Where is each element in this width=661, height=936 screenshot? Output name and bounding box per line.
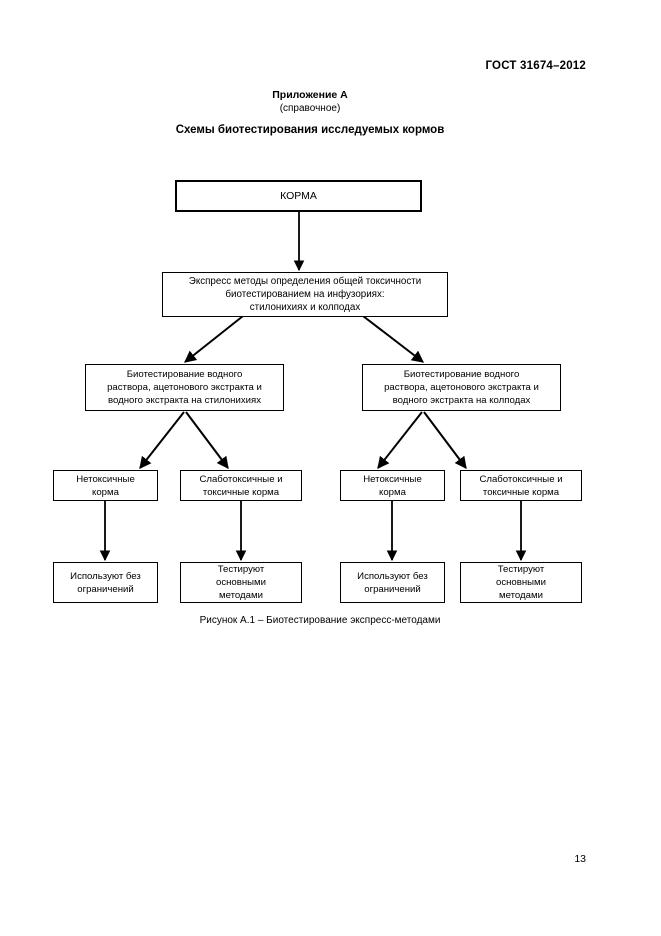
node-test-main-methods-left-line-3: методами bbox=[219, 590, 263, 601]
node-test-main-methods-left-line-1: Тестируют bbox=[217, 564, 265, 575]
connector-express-to-colpoda bbox=[362, 315, 424, 363]
node-biotest-colpoda-line-1: Биотестирование водного bbox=[403, 369, 520, 380]
node-toxic-right-line-1: Слаботоксичные и bbox=[479, 473, 563, 485]
node-use-unrestricted-left-line-1: Используют без bbox=[70, 570, 141, 582]
node-biotest-colpoda-line-2: раствора, ацетонового экстракта и bbox=[384, 382, 539, 393]
node-toxic-right: Слаботоксичные и токсичные корма bbox=[460, 470, 582, 501]
node-nontoxic-left-line-1: Нетоксичные bbox=[76, 473, 135, 485]
node-biotest-colpoda-line-3: водного экстракта на колподах bbox=[392, 395, 531, 406]
node-test-main-methods-right-line-3: методами bbox=[499, 590, 543, 601]
node-test-main-methods-left-line-2: основными bbox=[215, 577, 266, 588]
node-use-unrestricted-left: Используют без ограничений bbox=[53, 562, 158, 603]
node-use-unrestricted-right-line-2: ограничений bbox=[364, 583, 421, 595]
node-nontoxic-left: Нетоксичные корма bbox=[53, 470, 158, 501]
node-feeds: КОРМА bbox=[175, 180, 422, 212]
node-biotest-stylonychia: Биотестирование водного раствора, ацетон… bbox=[85, 364, 284, 411]
node-nontoxic-right-line-2: корма bbox=[379, 486, 406, 498]
node-biotest-stylonychia-line-3: водного экстракта на стилонихиях bbox=[108, 395, 261, 406]
connector-colpoda-to-toxic bbox=[423, 411, 467, 469]
node-toxic-left-line-2: токсичные корма bbox=[202, 486, 280, 498]
node-toxic-left: Слаботоксичные и токсичные корма bbox=[180, 470, 302, 501]
node-test-main-methods-left: Тестируют основными методами bbox=[180, 562, 302, 603]
node-express-methods-line-2: биотестированием на инфузориях: bbox=[225, 289, 385, 300]
node-test-main-methods-right-line-1: Тестируют bbox=[497, 564, 545, 575]
node-nontoxic-right: Нетоксичные корма bbox=[340, 470, 445, 501]
connector-stylonychia-to-nontoxic bbox=[139, 411, 185, 469]
node-biotest-stylonychia-line-2: раствора, ацетонового экстракта и bbox=[107, 382, 262, 393]
page-title: Схемы биотестирования исследуемых кормов bbox=[175, 124, 445, 136]
node-express-methods-line-3: стилонихиях и колподах bbox=[249, 302, 361, 313]
connector-stylonychia-to-toxic bbox=[185, 411, 229, 469]
node-biotest-colpoda: Биотестирование водного раствора, ацетон… bbox=[362, 364, 561, 411]
node-nontoxic-left-line-2: корма bbox=[92, 486, 119, 498]
figure-caption: Рисунок А.1 – Биотестирование экспресс-м… bbox=[199, 615, 441, 626]
node-toxic-left-line-1: Слаботоксичные и bbox=[199, 473, 283, 485]
annex-label: Приложение А bbox=[272, 89, 348, 101]
node-express-methods-line-1: Экспресс методы определения общей токсич… bbox=[188, 276, 422, 287]
annex-kind: (справочное) bbox=[279, 103, 341, 114]
node-use-unrestricted-left-line-2: ограничений bbox=[77, 583, 134, 595]
node-nontoxic-right-line-1: Нетоксичные bbox=[363, 473, 422, 485]
node-test-main-methods-right-line-2: основными bbox=[495, 577, 546, 588]
node-feeds-line-1: КОРМА bbox=[280, 189, 317, 202]
page-number: 13 bbox=[574, 853, 586, 865]
node-express-methods: Экспресс методы определения общей токсич… bbox=[162, 272, 448, 317]
node-biotest-stylonychia-line-1: Биотестирование водного bbox=[126, 369, 243, 380]
node-use-unrestricted-right: Используют без ограничений bbox=[340, 562, 445, 603]
node-toxic-right-line-2: токсичные корма bbox=[482, 486, 560, 498]
standard-header: ГОСТ 31674–2012 bbox=[485, 60, 586, 72]
connector-express-to-stylonychia bbox=[184, 315, 244, 363]
node-test-main-methods-right: Тестируют основными методами bbox=[460, 562, 582, 603]
node-use-unrestricted-right-line-1: Используют без bbox=[357, 570, 428, 582]
connector-colpoda-to-nontoxic bbox=[377, 411, 423, 469]
